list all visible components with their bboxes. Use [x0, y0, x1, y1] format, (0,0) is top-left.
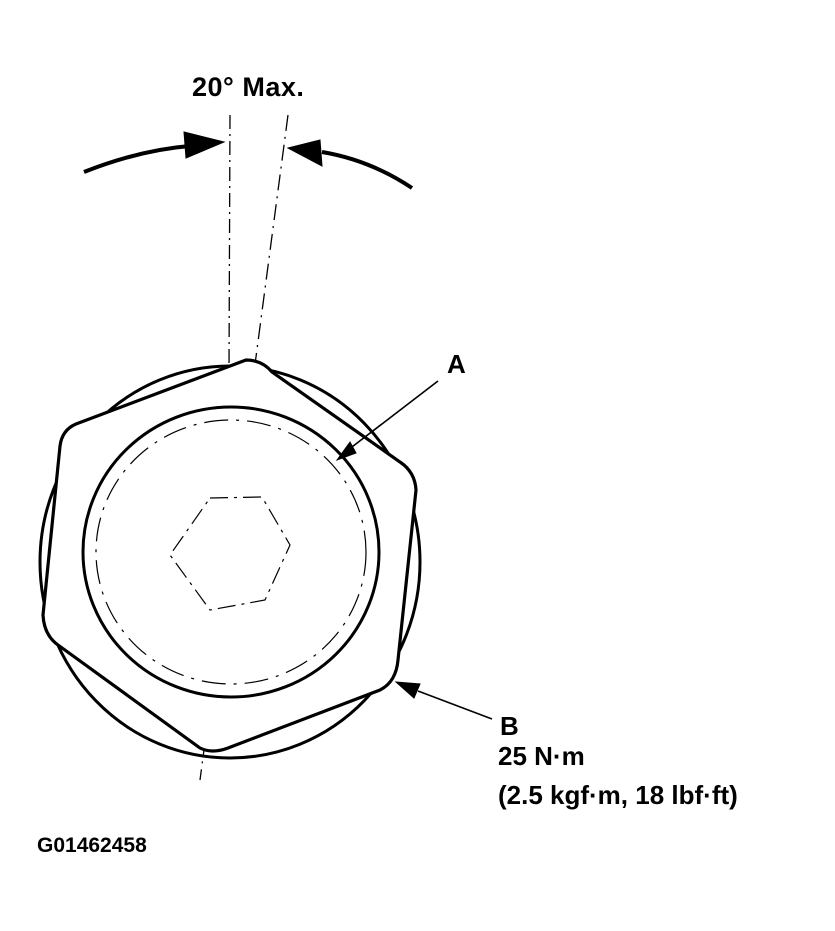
torque-spec-nm: 25 N·m: [498, 741, 585, 771]
figure-id: G01462458: [37, 834, 147, 857]
callout-b-label: B: [500, 711, 519, 741]
bolt-outline: [38, 358, 422, 760]
rotation-arrows: [83, 131, 414, 190]
torque-spec-alt: (2.5 kgf·m, 18 lbf·ft): [498, 780, 738, 810]
callout-a-label: A: [447, 349, 466, 379]
angle-title: 20° Max.: [192, 72, 305, 102]
hidden-lines: [95, 419, 367, 685]
leader-a: [335, 380, 439, 462]
leader-b: [394, 681, 493, 720]
